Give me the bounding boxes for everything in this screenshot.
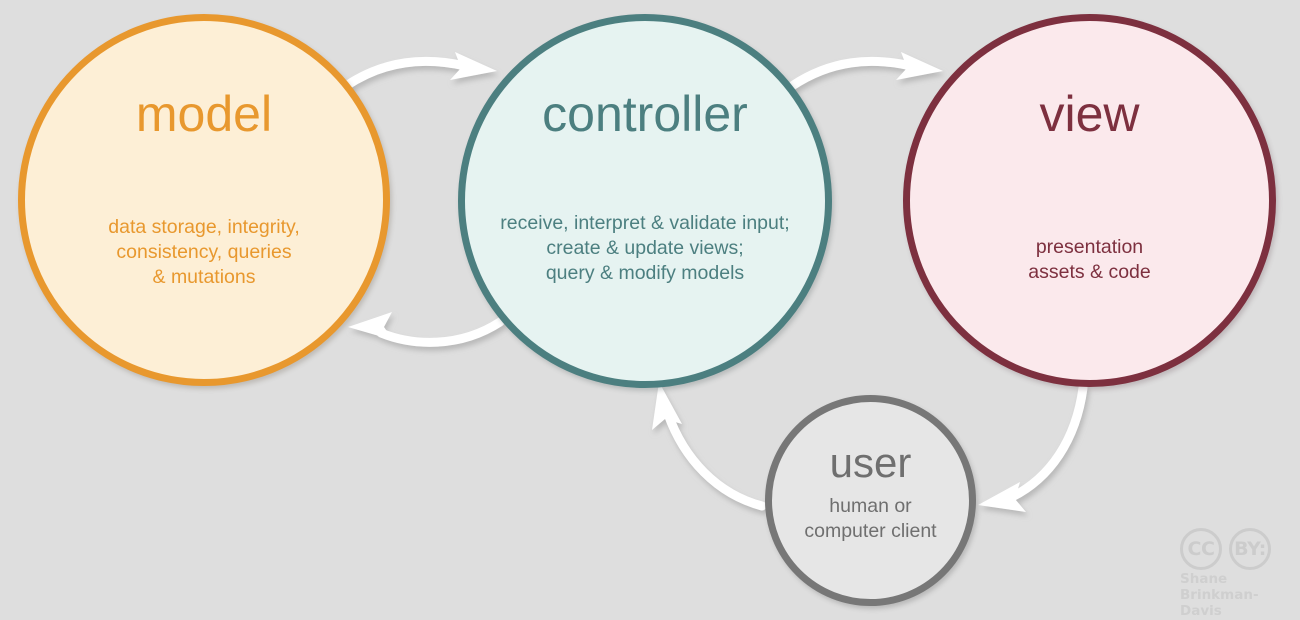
node-user[interactable]: user human or computer client — [765, 395, 976, 606]
arrow-user-to-controller — [652, 382, 767, 511]
creative-commons-badge: CC BY: Shane Brinkman-Davis — [1180, 528, 1292, 619]
author-first-name: Shane — [1180, 571, 1228, 587]
node-controller[interactable]: controller receive, interpret & validate… — [458, 14, 832, 388]
author-last-name: Brinkman-Davis — [1180, 586, 1259, 619]
arrow-view-to-user — [978, 383, 1088, 512]
node-view-description: presentation assets & code — [1028, 236, 1151, 283]
creative-commons-icon: CC — [1180, 528, 1222, 570]
arrow-model-to-controller — [341, 52, 497, 91]
node-view[interactable]: view presentation assets & code — [903, 14, 1276, 387]
node-view-title: view — [1039, 86, 1140, 142]
cc-by-icon: BY: — [1229, 528, 1271, 570]
node-user-description: human or computer client — [804, 495, 937, 542]
node-model-description: data storage, integrity, consistency, qu… — [108, 216, 300, 288]
node-model[interactable]: model data storage, integrity, consisten… — [18, 14, 390, 386]
node-controller-description: receive, interpret & validate input; cre… — [500, 212, 790, 284]
node-user-title: user — [829, 439, 912, 486]
node-controller-title: controller — [542, 86, 748, 142]
arrow-controller-to-view — [787, 52, 943, 91]
node-model-title: model — [135, 86, 273, 142]
arrow-controller-to-model — [348, 312, 505, 347]
cc-icon-row: CC BY: — [1180, 528, 1292, 570]
license-attribution: Shane Brinkman-Davis — [1180, 571, 1292, 620]
